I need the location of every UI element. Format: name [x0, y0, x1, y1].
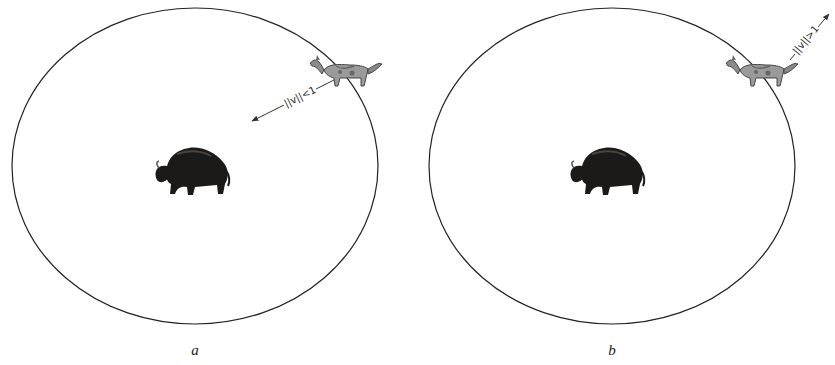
region-ellipse	[12, 8, 378, 324]
velocity-label: ||v||<1	[282, 84, 319, 109]
wolf	[310, 55, 382, 86]
velocity-arrow	[252, 80, 334, 121]
velocity-label: ||v||>1	[791, 23, 822, 57]
region-ellipse	[429, 8, 795, 324]
bison	[570, 148, 644, 195]
panel-letter: a	[191, 343, 199, 358]
bison	[155, 148, 229, 195]
velocity-arrow	[790, 14, 829, 60]
wolf	[726, 55, 798, 86]
panel-letter: b	[608, 343, 616, 358]
